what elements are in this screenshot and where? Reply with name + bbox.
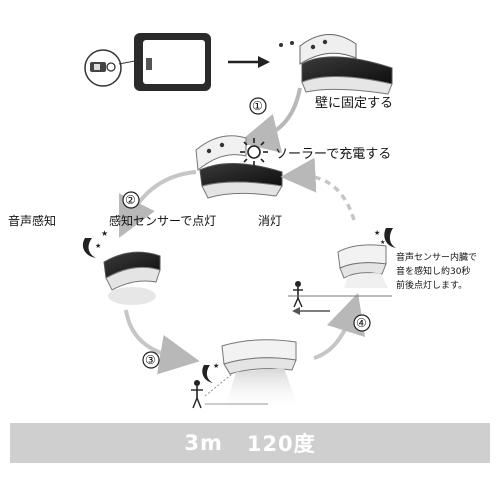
- sound-sense-label: 音声感知: [8, 214, 57, 228]
- step-2-number: ②: [125, 193, 136, 207]
- flow-arrow-dashed: [280, 157, 356, 221]
- flow-arrow-1: [238, 87, 302, 153]
- step-4-number: ④: [356, 316, 367, 330]
- svg-text:★: ★: [213, 362, 219, 370]
- step-3-number: ③: [145, 353, 156, 367]
- step-2-label: 感知センサーで点灯: [109, 214, 217, 228]
- night-lit-lamp: ★ ★: [82, 229, 161, 305]
- switch-detail-callout: [84, 49, 141, 87]
- sound-note-line-1: 音声センサー内臓で: [396, 253, 478, 263]
- step-2-marker: [122, 191, 140, 209]
- svg-text:★: ★: [101, 229, 108, 238]
- step-3-marker: [142, 351, 160, 369]
- left-small-arrow-icon: [292, 307, 330, 315]
- sound-note-line-3: 前後点灯します。: [396, 281, 468, 291]
- solar-charge-label: ソーラーで充電する: [275, 147, 392, 162]
- step-1-label: 壁に固定する: [315, 96, 394, 111]
- sun-icon: [240, 138, 268, 166]
- flow-arrow-3: [124, 309, 200, 375]
- back-plate-device: [134, 33, 211, 91]
- spec-distance: 3m: [184, 431, 223, 455]
- walking-person-icon: [293, 281, 303, 308]
- sound-sensor-lamp: ★ ★: [337, 228, 396, 288]
- wall-mounted-lamp: [279, 34, 393, 95]
- sound-note-line-2: 音を感知し約30秒: [396, 267, 471, 277]
- spec-angle: 120度: [246, 432, 316, 456]
- flow-arrow-4: [313, 292, 366, 360]
- flow-arrow-2: [119, 170, 197, 238]
- svg-text:★: ★: [95, 242, 101, 250]
- step-1-number: ①: [252, 99, 263, 113]
- spec-banner: 3m 120度: [10, 423, 490, 463]
- step-1-marker: [249, 97, 267, 115]
- motion-lit-lamp: ★: [191, 339, 300, 412]
- svg-text:★: ★: [380, 239, 385, 246]
- right-arrow-icon: [228, 56, 270, 68]
- charging-lamp: [195, 135, 283, 199]
- step-4-marker: [353, 314, 371, 332]
- svg-text:★: ★: [374, 229, 380, 237]
- light-off-label: 消灯: [258, 214, 283, 228]
